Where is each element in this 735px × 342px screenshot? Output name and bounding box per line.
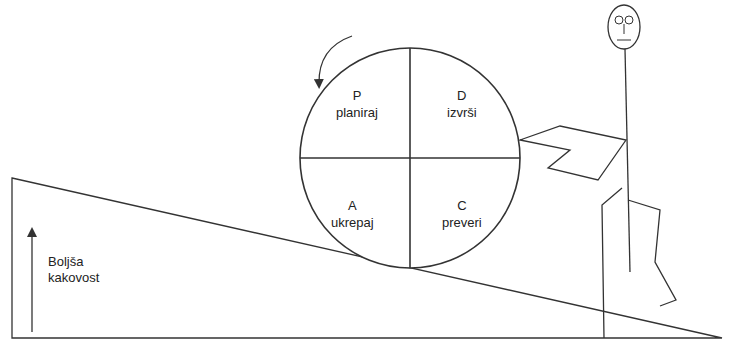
pdca-quadrant: Cpreveri: [438, 195, 486, 233]
figure-leg: [602, 188, 622, 338]
axis-label: Boljša kakovost: [48, 254, 110, 286]
phase-letter: D: [447, 87, 477, 104]
pdca-quadrant: Pplaniraj: [332, 85, 382, 123]
pdca-wheel: [300, 48, 520, 268]
rotation-arrow: [319, 36, 352, 84]
figure-nose: [624, 24, 625, 34]
phase-name: planiraj: [336, 104, 378, 121]
phase-name: ukrepaj: [331, 214, 374, 231]
up-arrow: [31, 232, 32, 332]
phase-letter: P: [336, 87, 378, 104]
pdca-quadrant: Dizvrši: [443, 85, 481, 123]
phase-letter: C: [442, 197, 482, 214]
phase-name: izvrši: [447, 104, 477, 121]
figure-leg: [628, 200, 676, 306]
phase-letter: A: [331, 197, 374, 214]
phase-name: preveri: [442, 214, 482, 231]
figure-arms: [520, 126, 626, 180]
pdca-quadrant: Aukrepaj: [327, 195, 378, 233]
figure-mouth: [617, 40, 631, 41]
wheel-divider: [409, 48, 411, 268]
figure-eye: [625, 16, 633, 24]
figure-body: [625, 49, 630, 272]
figure-head: [608, 5, 640, 49]
figure-eye: [615, 16, 623, 24]
